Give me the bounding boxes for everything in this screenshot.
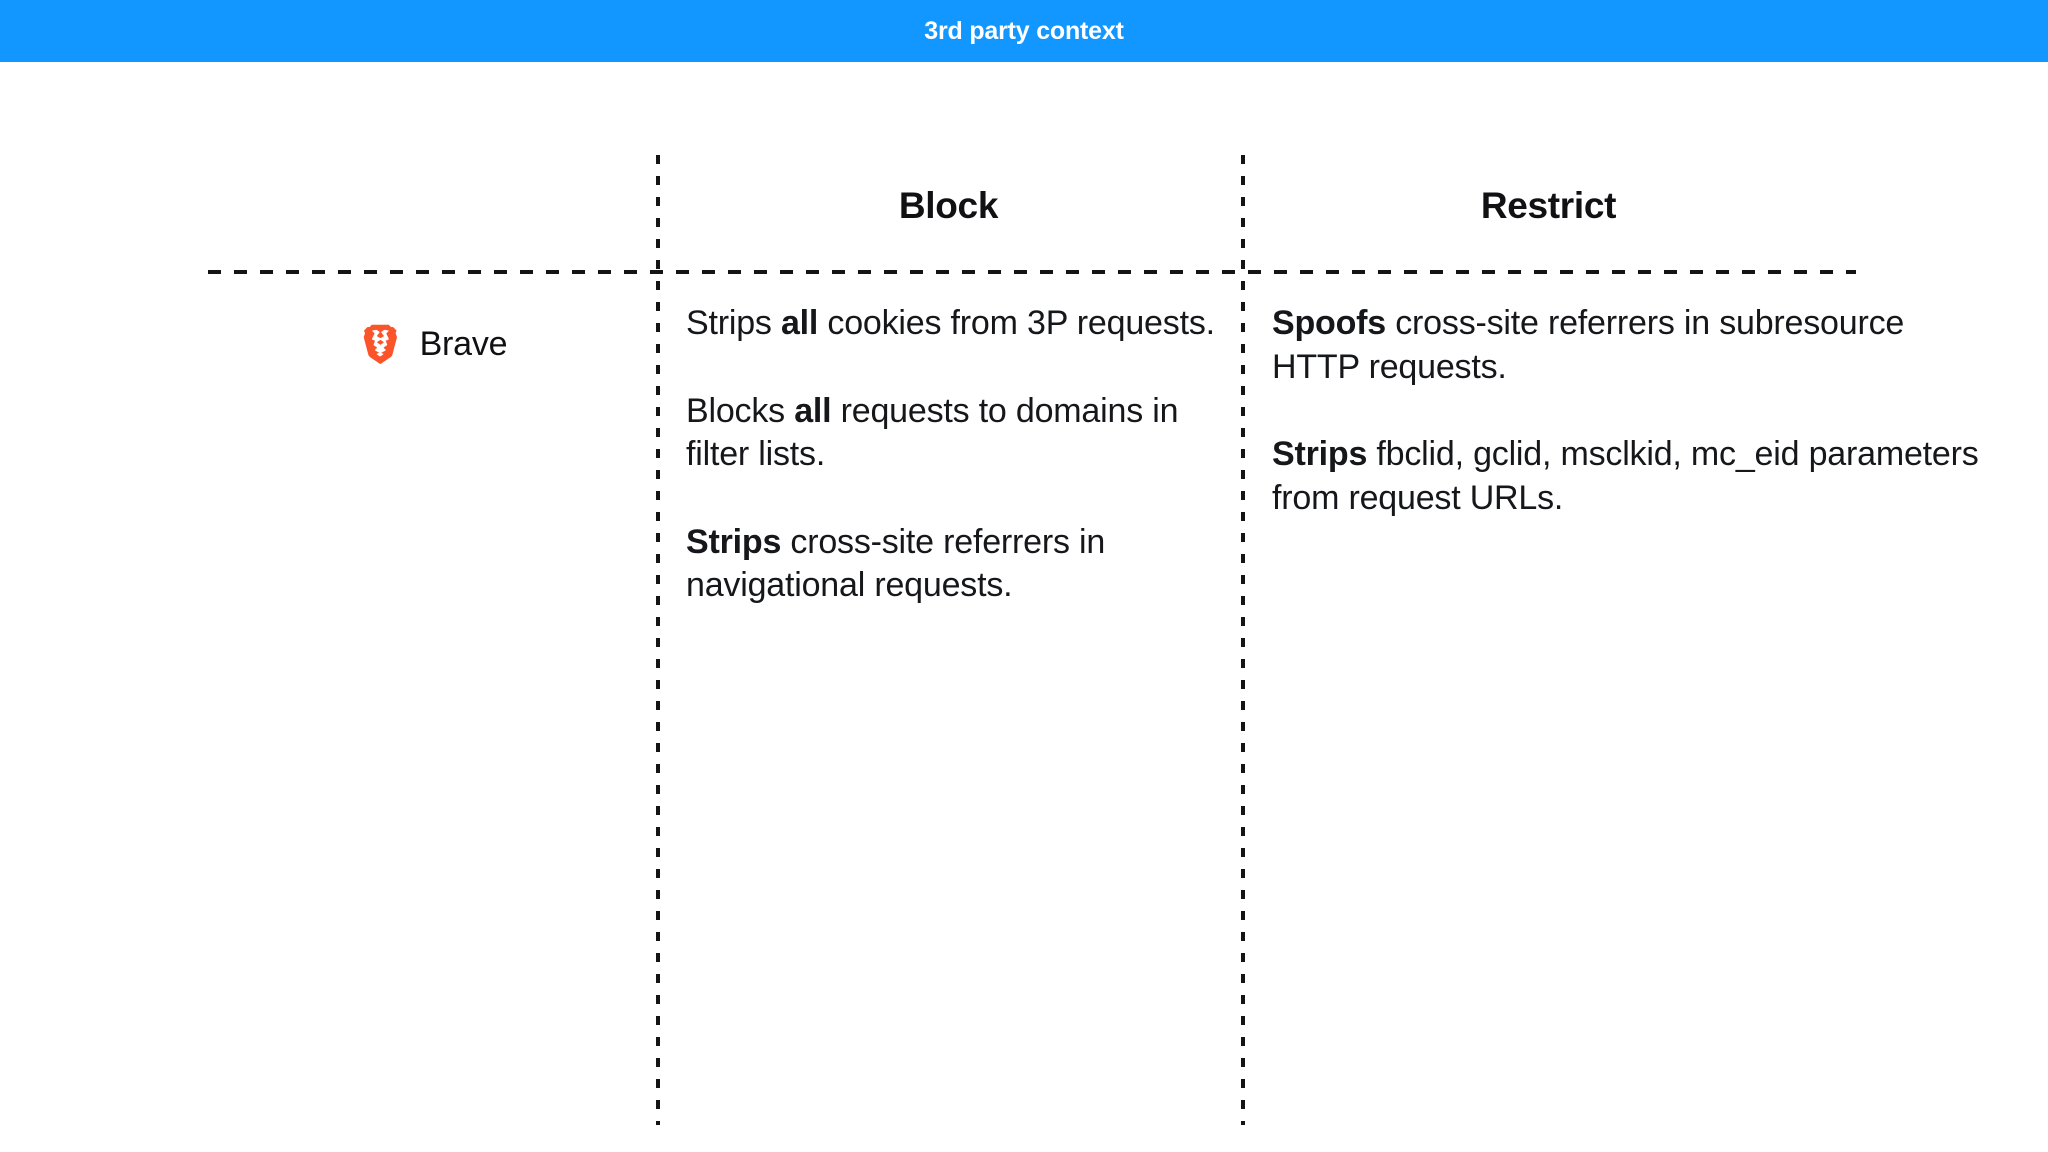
- row-label-brave: Brave: [208, 321, 656, 367]
- body-text: requests to domains in filter lists.: [686, 391, 1179, 474]
- body-text: cross-site referrers in subresource HTTP…: [1272, 304, 1905, 386]
- column-header-restrict: Restrict: [1480, 185, 1617, 226]
- emphasis-text: Spoofs: [1272, 304, 1387, 342]
- column-divider-block: [656, 155, 660, 1125]
- header-row-divider: [208, 270, 1856, 274]
- body-text: Strips: [686, 304, 781, 342]
- brave-lion-icon: [363, 324, 397, 364]
- row-label-text: Brave: [419, 325, 508, 363]
- body-text: cookies from 3P requests.: [818, 304, 1215, 342]
- cell-paragraph: Strips fbclid, gclid, msclkid, mc_eid pa…: [1272, 433, 1992, 520]
- body-text: fbclid, gclid, msclkid, mc_eid parameter…: [1272, 435, 1979, 517]
- body-text: cross-site referrers in navigational req…: [686, 522, 1106, 605]
- emphasis-text: Strips: [686, 522, 782, 561]
- comparison-table: Block Restrict Brave Strips all cookies …: [0, 62, 2048, 1152]
- cell-paragraph: Spoofs cross-site referrers in subresour…: [1272, 302, 1992, 389]
- column-divider-restrict: [1241, 155, 1245, 1125]
- page-banner: 3rd party context: [0, 0, 2048, 62]
- emphasis-text: all: [780, 304, 819, 342]
- column-header-block: Block: [898, 185, 999, 226]
- body-text: Blocks: [686, 391, 795, 430]
- cell-paragraph: Strips all cookies from 3P requests.: [686, 302, 1216, 346]
- banner-title: 3rd party context: [924, 16, 1124, 45]
- emphasis-text: all: [794, 391, 832, 430]
- cell-paragraph: Strips cross-site referrers in navigatio…: [686, 521, 1216, 608]
- cell-brave-restrict: Spoofs cross-site referrers in subresour…: [1272, 302, 1992, 520]
- emphasis-text: Strips: [1272, 435, 1368, 474]
- cell-brave-block: Strips all cookies from 3P requests. Bloc…: [686, 302, 1216, 608]
- cell-paragraph: Blocks all requests to domains in filter…: [686, 390, 1216, 477]
